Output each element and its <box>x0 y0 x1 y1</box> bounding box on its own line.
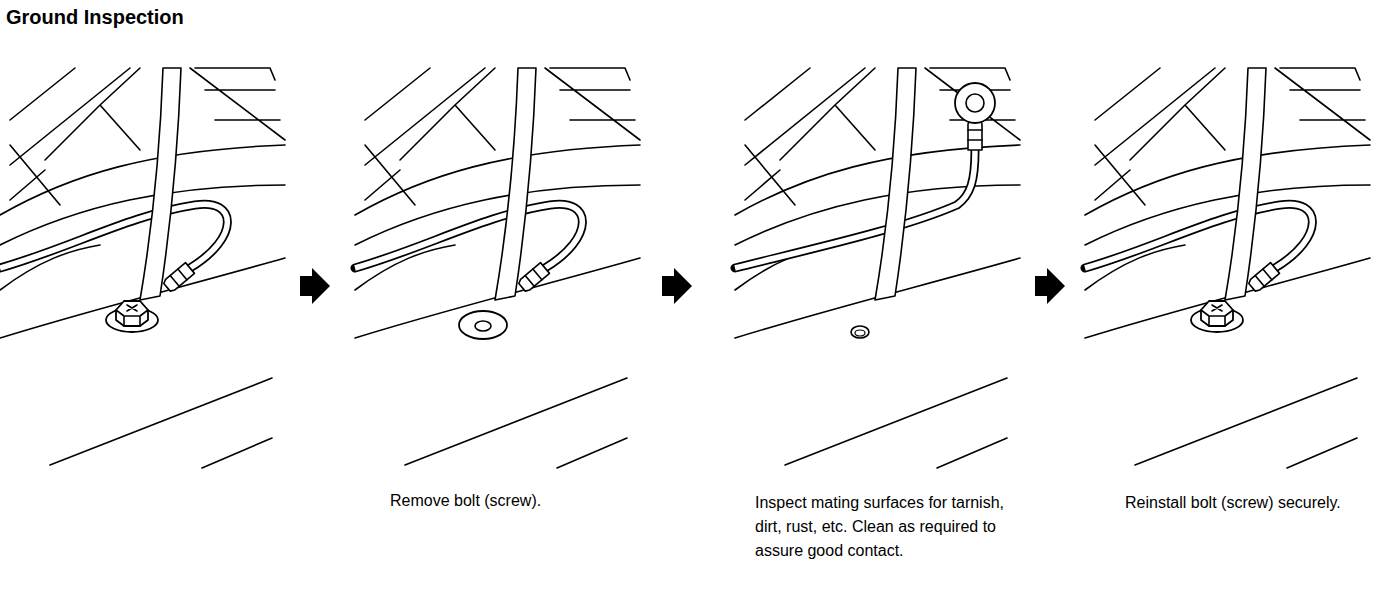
terminal-hole <box>475 321 491 331</box>
bolt-head <box>1201 301 1233 326</box>
structure-line <box>545 68 640 140</box>
floor-line <box>1287 438 1357 468</box>
ground-wire-core <box>1085 204 1312 268</box>
bolt-cross <box>127 305 137 311</box>
crimp-line <box>968 130 982 140</box>
terminal-barrel <box>518 263 550 293</box>
terminal-hole <box>966 94 984 112</box>
floor-line <box>937 438 1007 468</box>
crimp-line <box>525 269 542 286</box>
structure-line <box>365 68 495 205</box>
panel <box>735 68 1020 468</box>
structure-line <box>10 68 140 205</box>
pipe <box>875 68 916 300</box>
terminal-barrel <box>1248 263 1280 293</box>
ground-wire-core <box>355 204 582 268</box>
terminal-barrel <box>163 263 195 293</box>
body-curve <box>1085 145 1370 215</box>
pipe <box>495 68 536 300</box>
panel <box>355 68 640 468</box>
ground-wire-core <box>0 204 227 268</box>
bolt-edge <box>116 310 148 326</box>
diagram-title: Ground Inspection <box>6 5 184 29</box>
terminal-ring <box>459 311 507 339</box>
terminal-barrel <box>1248 263 1280 293</box>
structure-line <box>745 68 875 205</box>
pipe <box>1225 68 1266 300</box>
crimp-line <box>170 269 187 286</box>
bolt-edge <box>1201 310 1233 326</box>
structure-line <box>1275 68 1370 140</box>
ground-wire <box>735 150 975 268</box>
bolt-hole-inner <box>855 330 865 336</box>
floor-line <box>202 438 272 468</box>
floor-line <box>557 438 627 468</box>
pipe <box>140 68 181 300</box>
terminal-barrel <box>163 263 195 293</box>
body-curve <box>355 145 640 215</box>
terminal-barrel <box>968 120 982 150</box>
panel <box>0 68 285 468</box>
step-caption: Reinstall bolt (screw) securely. <box>1125 491 1360 515</box>
terminal-ring <box>955 83 995 123</box>
bolt-head <box>116 301 148 326</box>
ground-wire-core <box>735 150 975 268</box>
step-caption: Inspect mating surfaces for tarnish, dir… <box>755 491 1005 563</box>
structure-line <box>1095 68 1225 205</box>
body-curve <box>0 145 285 215</box>
ground-wire <box>1085 204 1312 268</box>
panel <box>1085 68 1370 468</box>
ground-wire <box>0 204 227 268</box>
ground-wire <box>355 204 582 268</box>
step-arrow <box>300 268 330 304</box>
step-arrow <box>1035 268 1065 304</box>
bolt-cross <box>1212 305 1222 311</box>
bolt-hole <box>851 326 869 338</box>
crimp-line <box>1255 269 1272 286</box>
step-caption: Remove bolt (screw). <box>390 489 610 513</box>
structure-line <box>190 68 285 140</box>
terminal-barrel <box>968 120 982 150</box>
terminal-barrel <box>518 263 550 293</box>
step-arrow <box>662 268 692 304</box>
